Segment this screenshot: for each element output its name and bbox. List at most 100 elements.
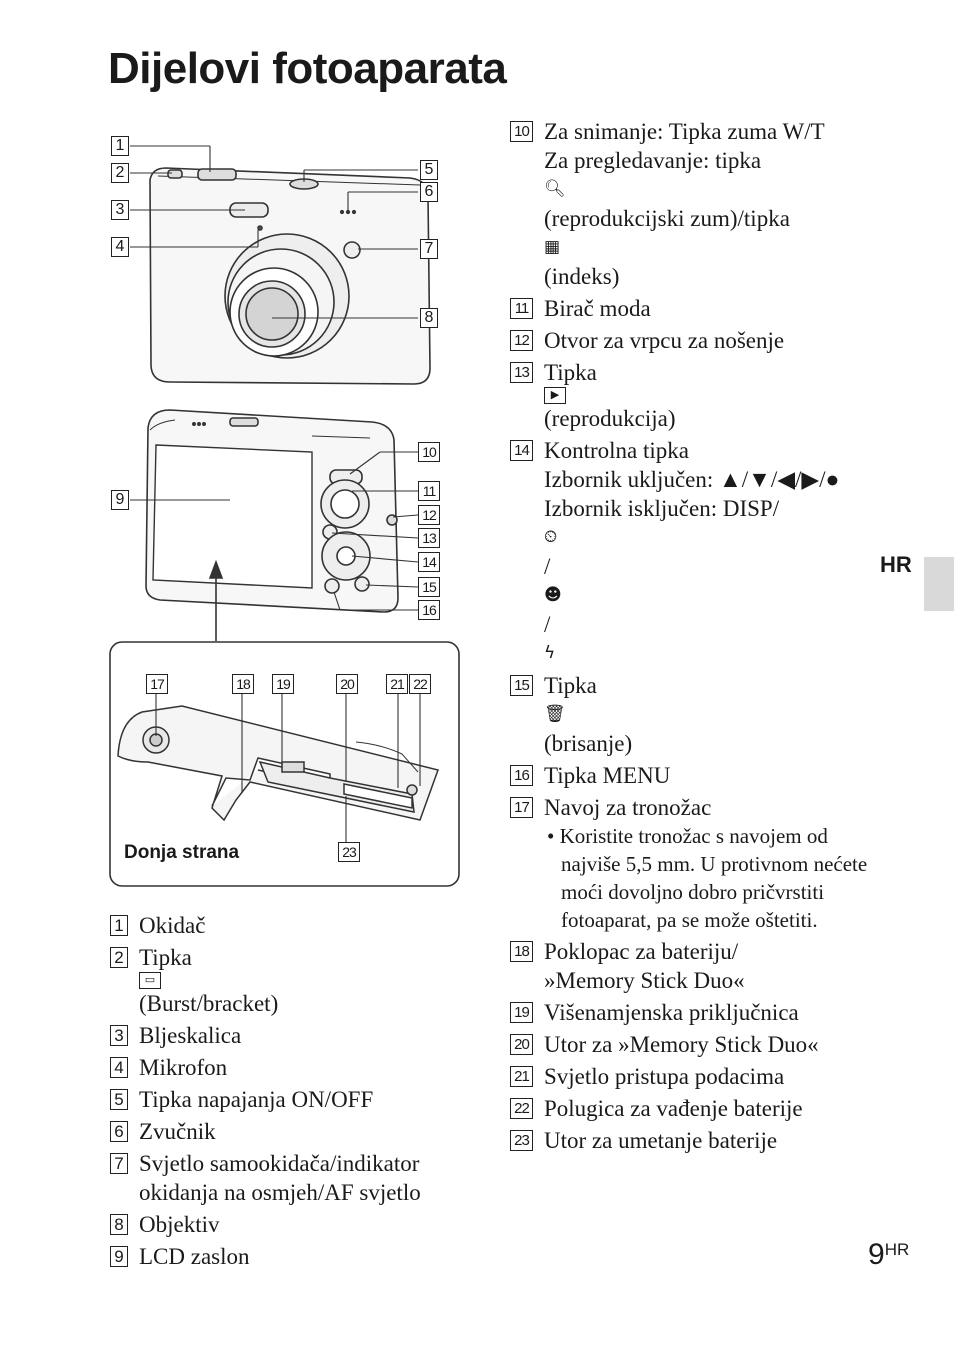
item-number: 8 (110, 1214, 128, 1235)
callout-12: 12 (418, 505, 440, 525)
legend-left: 1 Okidač 2 Tipka ▭ (Burst/bracket) 3 Bljesk… (110, 911, 480, 1274)
callout-5: 5 (420, 160, 438, 180)
item-text: Svjetlo pristupa podacima (544, 1064, 785, 1089)
callout-1: 1 (111, 136, 129, 156)
list-item: 16 Tipka MENU (510, 761, 870, 790)
flash-icon: ϟ (544, 643, 556, 663)
item-number: 16 (510, 765, 533, 786)
callout-19: 19 (272, 674, 294, 694)
item-text: Bljeskalica (139, 1023, 242, 1048)
list-item: 2 Tipka ▭ (Burst/bracket) (110, 943, 480, 1018)
item-text: Birač moda (544, 296, 651, 321)
callout-21: 21 (386, 674, 408, 694)
burst-icon: ▭ (139, 972, 161, 989)
item-number: 3 (110, 1025, 128, 1046)
item-number: 9 (110, 1246, 128, 1267)
item-number: 10 (510, 121, 533, 142)
callout-10: 10 (418, 442, 440, 462)
self-timer-icon: ⏲ (544, 527, 558, 547)
item-number: 1 (110, 915, 128, 936)
item-text: Poklopac za bateriju/»Memory Stick Duo« (544, 939, 745, 993)
item-text: Objektiv (139, 1212, 220, 1237)
callout-8: 8 (420, 308, 438, 328)
callout-23: 23 (338, 842, 360, 862)
item-number: 12 (510, 330, 533, 351)
item-number: 13 (510, 362, 533, 383)
list-item: 21 Svjetlo pristupa podacima (510, 1062, 870, 1091)
item-number: 7 (110, 1153, 128, 1174)
index-icon: ▦ (544, 237, 561, 257)
camera-front-view (149, 167, 431, 385)
page-title: Dijelovi fotoaparata (108, 44, 507, 93)
item-number: 22 (510, 1098, 533, 1119)
list-item: 11 Birač moda (510, 294, 870, 323)
item-text: Tipka MENU (544, 763, 671, 788)
callout-7: 7 (420, 239, 438, 259)
list-item: 6 Zvučnik (110, 1117, 480, 1146)
item-number: 23 (510, 1130, 533, 1151)
list-item: 23 Utor za umetanje baterije (510, 1126, 870, 1155)
callout-22: 22 (409, 674, 431, 694)
note-bullet: • Koristite tronožac s navojem od najviš… (547, 824, 868, 932)
item-text: Tipka napajanja ON/OFF (139, 1087, 374, 1112)
item-text: LCD zaslon (139, 1244, 250, 1269)
item-text: Tipka ▶ (reprodukcija) (544, 360, 676, 431)
item-number: 21 (510, 1066, 533, 1087)
callout-2: 2 (111, 163, 129, 183)
item-text: Zvučnik (139, 1119, 216, 1144)
item-number: 14 (510, 440, 533, 461)
callout-20: 20 (336, 674, 358, 694)
item-text: Tipka 🗑︎ (brisanje) (544, 673, 633, 756)
list-item: 22 Polugica za vađenje baterije (510, 1094, 870, 1123)
play-icon: ▶ (544, 387, 566, 404)
list-item: 8 Objektiv (110, 1210, 480, 1239)
zoom-icon: 🔍︎ (544, 179, 566, 199)
item-text: Navoj za tronožac• Koristite tronožac s … (544, 793, 870, 934)
smile-icon: ☻ (544, 585, 562, 605)
item-text: Tipka ▭ (Burst/bracket) (139, 945, 279, 1016)
list-item: 1 Okidač (110, 911, 480, 940)
camera-back-view (145, 409, 399, 613)
callout-6: 6 (420, 182, 438, 202)
callout-16: 16 (418, 600, 440, 620)
item-text: Okidač (139, 913, 206, 938)
item-number: 11 (510, 298, 533, 319)
item-number: 5 (110, 1089, 128, 1110)
list-item: 9 LCD zaslon (110, 1242, 480, 1271)
callout-11: 11 (418, 481, 440, 501)
item-text: Mikrofon (139, 1055, 228, 1080)
list-item: 3 Bljeskalica (110, 1021, 480, 1050)
callout-13: 13 (418, 528, 440, 548)
item-number: 2 (110, 947, 128, 968)
item-text: Utor za umetanje baterije (544, 1128, 778, 1153)
callout-3: 3 (111, 200, 129, 220)
item-number: 4 (110, 1057, 128, 1078)
item-text: Polugica za vađenje baterije (544, 1096, 803, 1121)
callout-lines (130, 145, 421, 842)
callout-15: 15 (418, 577, 440, 597)
item-text: Višenamjenska priključnica (544, 1000, 799, 1025)
arrow-up-icon (208, 559, 224, 641)
list-item: 4 Mikrofon (110, 1053, 480, 1082)
item-number: 19 (510, 1002, 533, 1023)
bottom-view-label: Donja strana (124, 842, 240, 863)
language-tab (924, 557, 954, 611)
callout-4: 4 (111, 237, 129, 257)
item-number: 20 (510, 1034, 533, 1055)
callout-9: 9 (111, 490, 129, 510)
item-number: 6 (110, 1121, 128, 1142)
callout-17: 17 (146, 674, 168, 694)
list-item: 5 Tipka napajanja ON/OFF (110, 1085, 480, 1114)
list-item: 19 Višenamjenska priključnica (510, 998, 870, 1027)
